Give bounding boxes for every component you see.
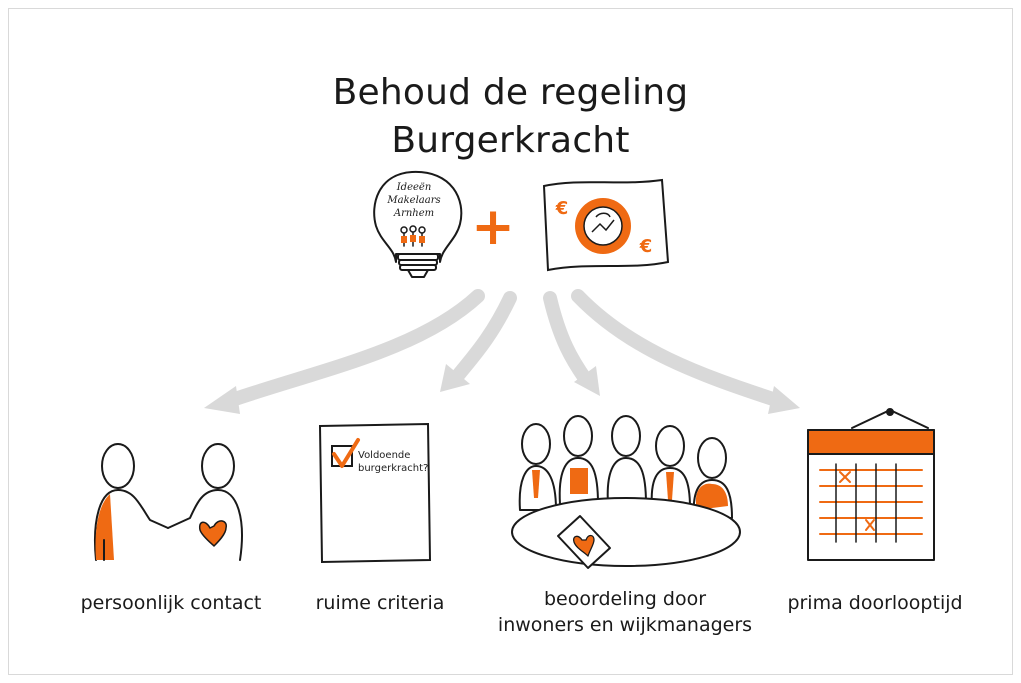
plus-icon: +	[471, 197, 515, 257]
calendar-icon	[807, 408, 935, 561]
arrows	[225, 289, 783, 407]
caption-criteria: ruime criteria	[315, 592, 445, 614]
bulb-text-1: Ideeën	[396, 182, 432, 193]
title-line-1: Behoud de regeling	[332, 72, 689, 113]
diagram-frame	[8, 8, 1013, 675]
checklist-icon	[318, 422, 432, 564]
checklist-text-1: Voldoende	[358, 450, 411, 461]
arrow-heads	[204, 364, 800, 414]
caption-assessment-1: beoordeling door	[543, 588, 707, 610]
euro-symbol-bottom: €	[639, 236, 653, 257]
lightbulb-icon	[373, 170, 463, 278]
meeting-table-icon	[511, 415, 741, 569]
euro-symbol-top: €	[555, 198, 569, 219]
caption-duration: prima doorlooptijd	[787, 592, 963, 614]
handshake-icon	[94, 443, 243, 561]
checklist-text-2: burgerkracht?	[358, 463, 429, 474]
caption-assessment-2: inwoners en wijkmanagers	[497, 614, 753, 636]
bulb-text-3: Arnhem	[393, 208, 434, 219]
bulb-text-2: Makelaars	[386, 195, 440, 206]
title-line-2: Burgerkracht	[391, 120, 630, 161]
banknote-icon	[542, 178, 670, 272]
caption-personal-contact: persoonlijk contact	[80, 592, 262, 614]
